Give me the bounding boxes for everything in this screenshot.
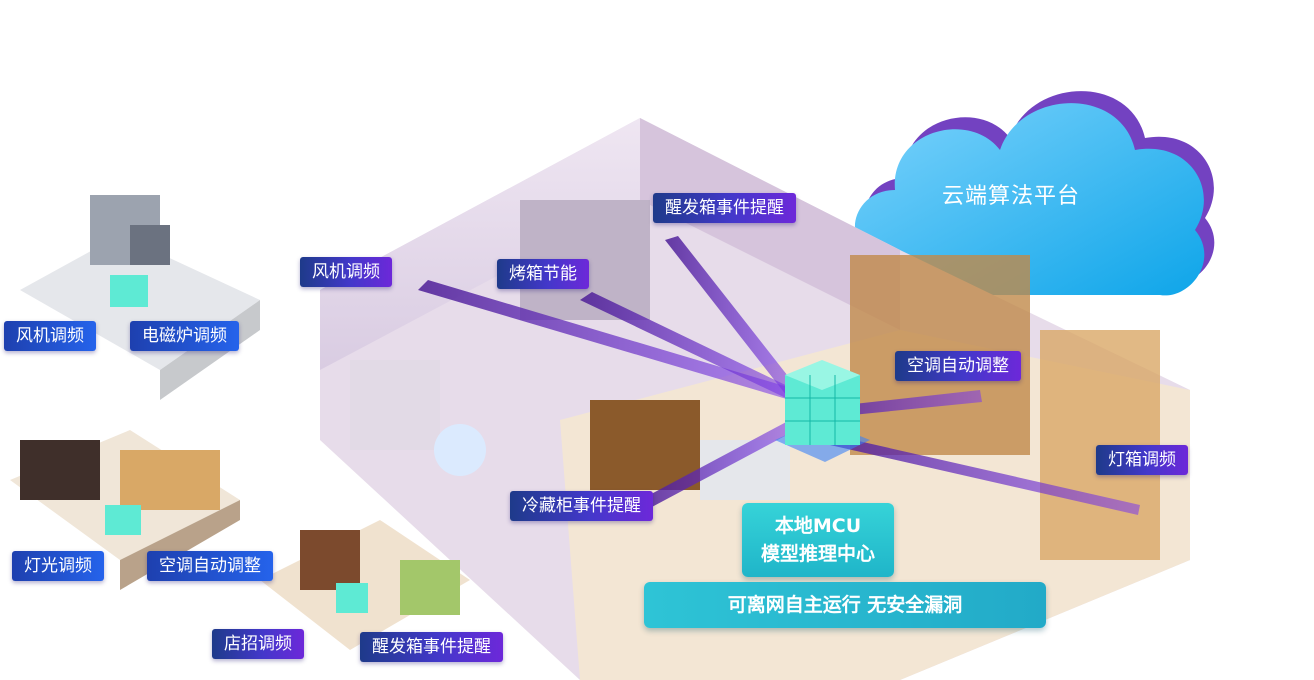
mcu-line-2: 模型推理中心 [760,543,875,565]
tag-cafe-proofing: 醒发箱事件提醒 [360,632,503,662]
tag-bakery-ac: 空调自动调整 [147,551,273,581]
tag-oven-energy-saving: 烤箱节能 [497,259,589,289]
tag-ac-auto-adjust: 空调自动调整 [895,351,1021,381]
cafe-scene [260,520,470,650]
tag-kitchen-fan: 风机调频 [4,321,96,351]
mcu-line-1: 本地MCU [774,515,862,537]
tag-cafe-sign: 店招调频 [212,629,304,659]
cloud-shape [854,91,1215,296]
tag-proofing-box-event: 醒发箱事件提醒 [653,193,796,223]
tag-bakery-light: 灯光调频 [12,551,104,581]
tag-fan-frequency: 风机调频 [300,257,392,287]
tag-fridge-event: 冷藏柜事件提醒 [510,491,653,521]
cloud-platform-label: 云端算法平台 [942,184,1081,209]
tag-lightbox-frequency: 灯箱调频 [1096,445,1188,475]
kitchen-scene [20,195,260,400]
tag-kitchen-induction: 电磁炉调频 [130,321,239,351]
offline-operation-banner: 可离网自主运行 无安全漏洞 [644,582,1046,628]
bakery-scene [10,430,240,590]
signal-beams [418,236,1140,515]
local-mcu-center: 本地MCU 模型推理中心 [742,503,894,577]
mcu-cube-stack [775,360,870,462]
